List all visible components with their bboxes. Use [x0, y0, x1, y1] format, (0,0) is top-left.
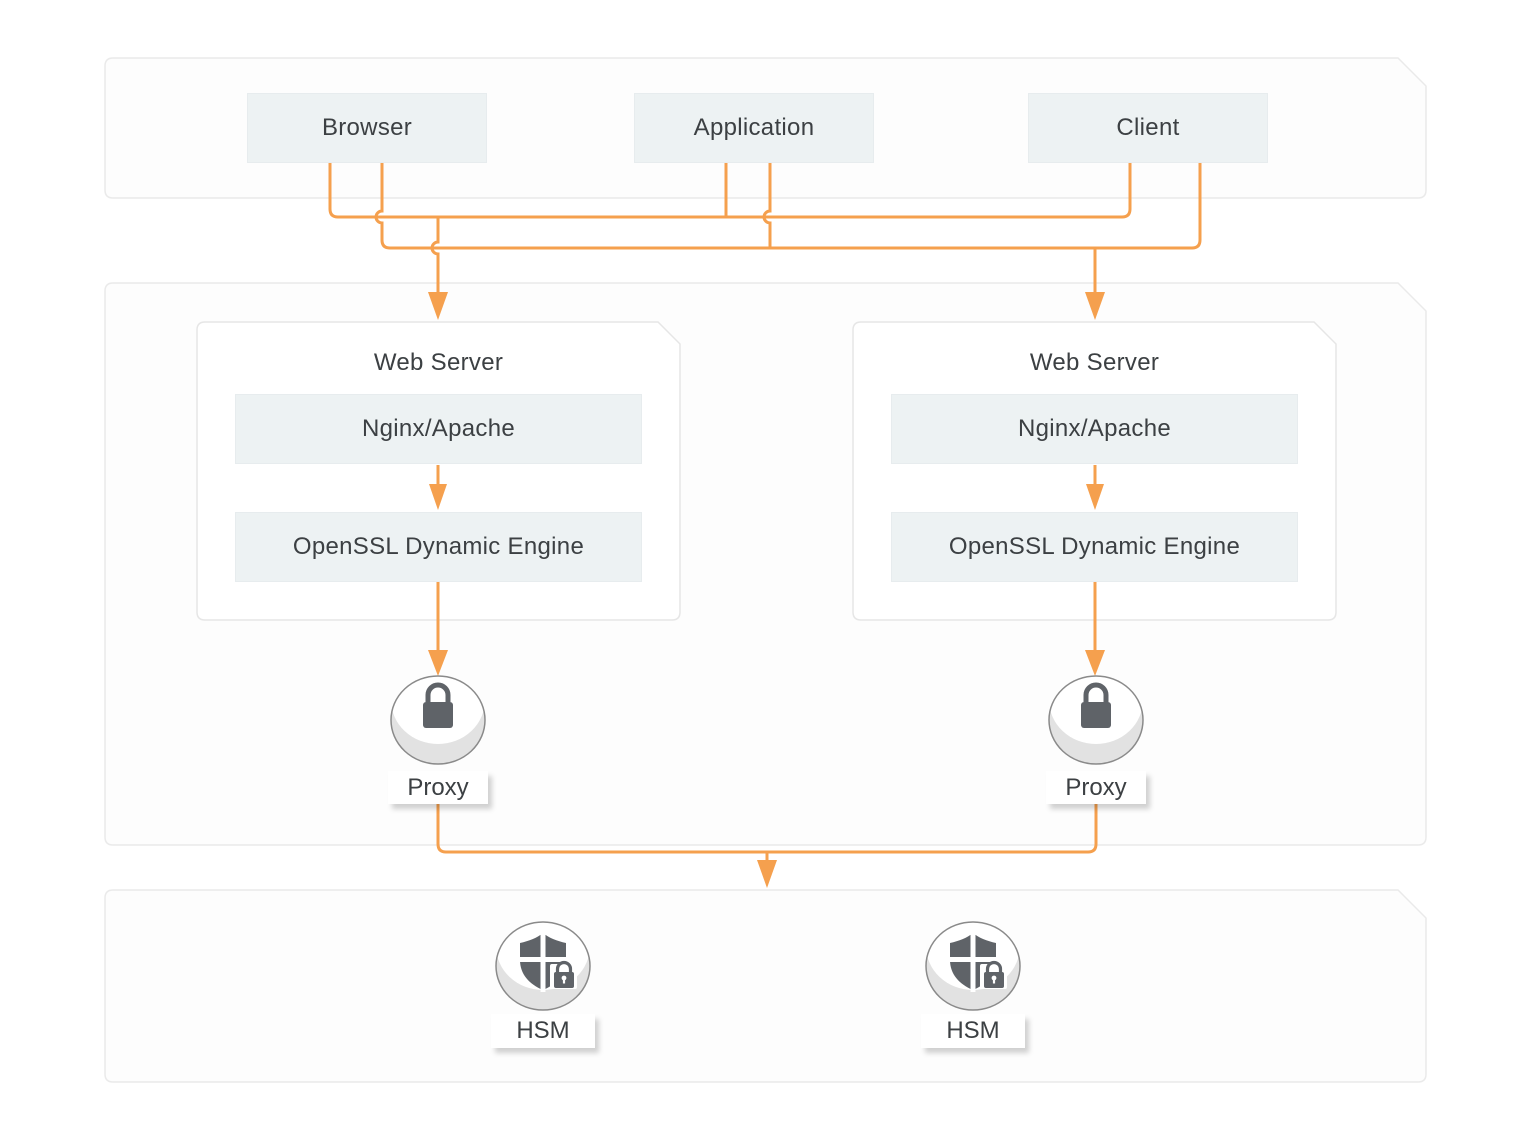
arrowhead-proxy-right — [1085, 650, 1105, 676]
client-node: Client — [1028, 93, 1268, 163]
browser-node: Browser — [247, 93, 487, 163]
openssl-engine-node-right: OpenSSL Dynamic Engine — [891, 512, 1298, 582]
proxy-label-right: Proxy — [1046, 771, 1146, 804]
webserver-internal-arrows — [428, 465, 1105, 676]
proxy-to-hsm-connector — [436, 800, 1098, 888]
web-server-title-left: Web Server — [373, 349, 504, 376]
bus-b-wire — [374, 163, 1202, 250]
arrowhead-proxy-left — [428, 650, 448, 676]
application-node: Application — [634, 93, 874, 163]
proxy-label-left: Proxy — [388, 771, 488, 804]
hsm-section — [104, 889, 1427, 1083]
drop-left-webserver — [430, 217, 440, 293]
clients-to-webserver-connectors — [328, 163, 1202, 320]
nginx-apache-node-left: Nginx/Apache — [235, 394, 642, 464]
arrowhead-hsm-section — [757, 860, 777, 888]
bus-a-wire — [328, 163, 1132, 219]
openssl-engine-node-left: OpenSSL Dynamic Engine — [235, 512, 642, 582]
hsm-label-right: HSM — [921, 1014, 1025, 1048]
nginx-apache-node-right: Nginx/Apache — [891, 394, 1298, 464]
arrowhead-openssl-left — [429, 484, 447, 510]
arrowhead-left-webserver — [428, 292, 448, 320]
arrowhead-openssl-right — [1086, 484, 1104, 510]
web-server-title-right: Web Server — [1029, 349, 1160, 376]
arrowhead-right-webserver — [1085, 292, 1105, 320]
hsm-label-left: HSM — [491, 1014, 595, 1048]
application-right-stub — [762, 163, 772, 248]
